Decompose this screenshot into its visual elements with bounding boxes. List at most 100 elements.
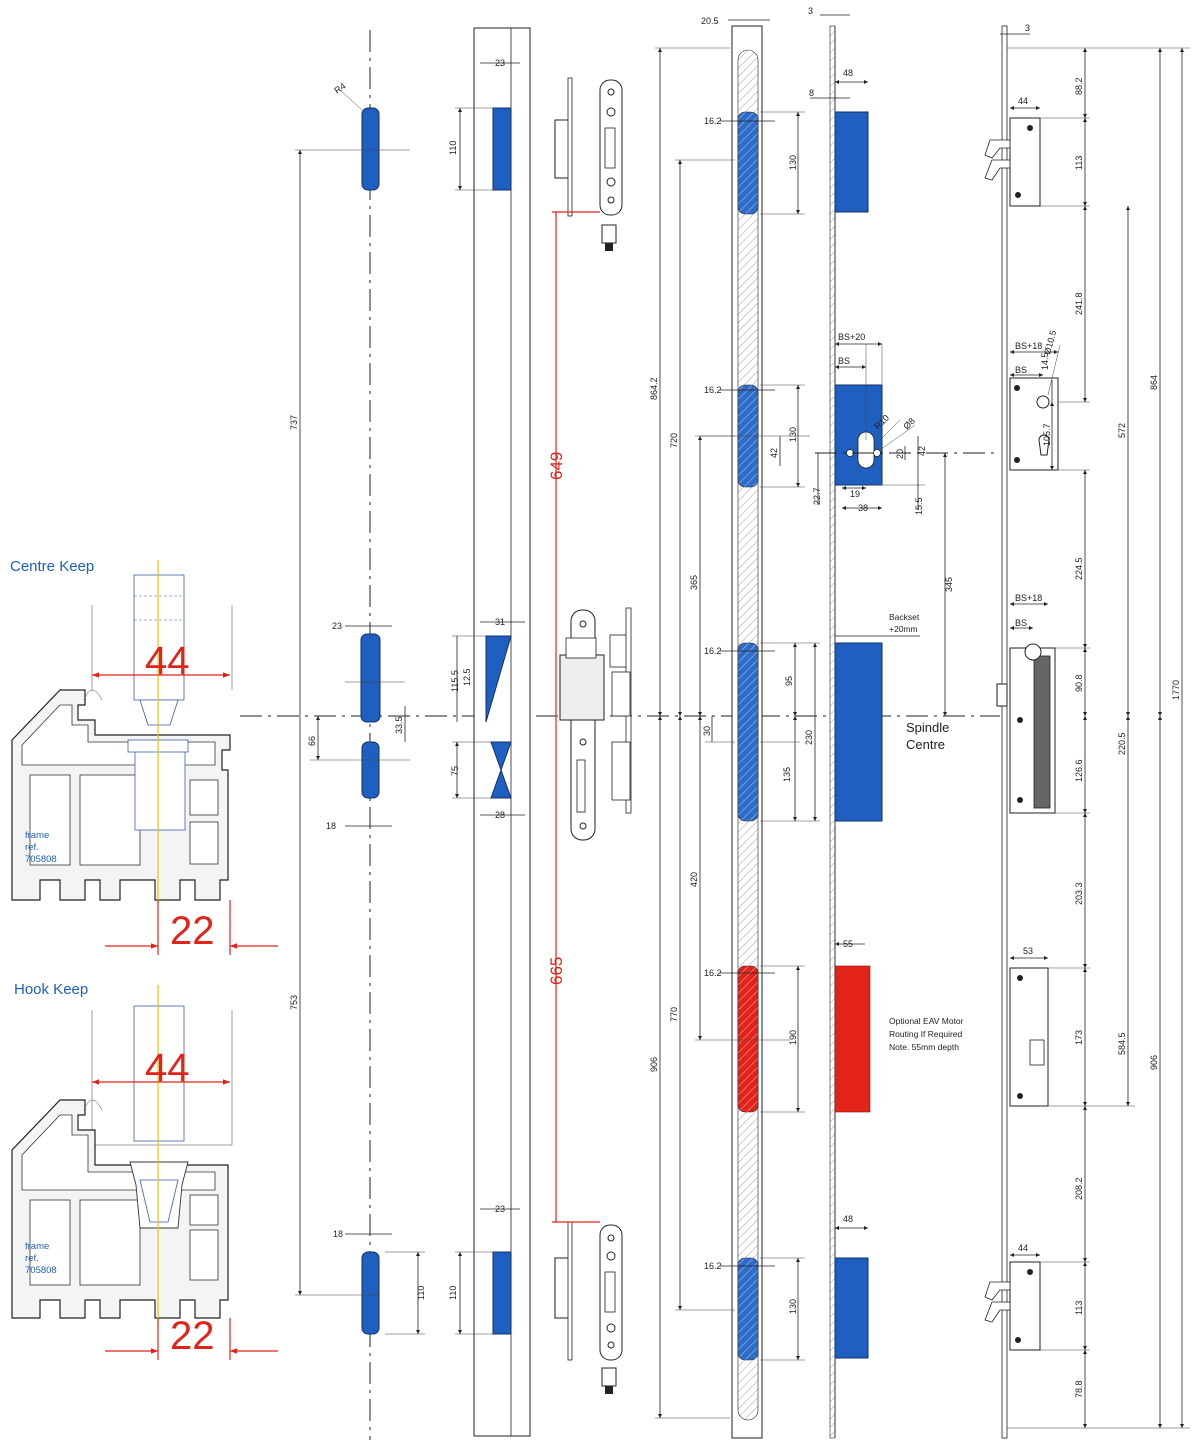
hook-keep-section: frame ref. 705808 44 22 [11,985,278,1360]
dimension-text: 584.5 [1117,1032,1127,1055]
dimension-665: 665 [547,957,566,985]
spindle-centre-label: Spindle [906,720,949,735]
dimension-text: 53 [1023,946,1033,956]
dimension-text: 190 [788,1030,798,1045]
dimension-text: 19 [850,489,860,499]
dimension-text: 42 [917,446,927,456]
dimension-text: 18 [326,821,336,831]
slot-layout-column: R4 737 753 23 66 33.5 18 18 110 [289,30,426,1440]
dimension-text: 224.5 [1074,557,1084,580]
dimension-text: 88.2 [1074,77,1084,95]
dimension-text: 126.6 [1074,759,1084,782]
dimension-text: 230 [804,730,814,745]
backset-label: +20mm [889,624,918,634]
dimension-text: 1770 [1171,680,1181,700]
hook-keep-title: Hook Keep [14,981,88,998]
dimension-text: 110 [448,1286,458,1300]
routing-strip-column: 20.5 16.2 16.2 16.2 16.2 16.2 130 130 13… [649,16,820,1439]
dimension-text: 115.5 [450,670,460,692]
dimension-text: 8 [809,88,814,98]
dimension-text: 31 [495,617,505,627]
eav-note: Routing If Required [889,1029,963,1039]
dimension-text: 365 [689,575,699,590]
centre-keep-title: Centre Keep [10,558,94,575]
dimension-text: 44 [1018,1243,1028,1253]
dimension-649: 649 [547,452,566,480]
dimension-22-hook: 22 [170,1314,215,1358]
cutout-side-column: 3 48 8 BS+20 BS R10 Ø8 20 42 22.7 19 38 … [808,6,1000,1439]
dimension-text: 23 [332,621,342,631]
dimension-text: 753 [289,995,299,1010]
dimension-text: 75 [450,766,460,776]
frame-ref-label: 705808 [25,854,57,865]
frame-strip-column: 23 110 31 115.5 12.5 75 28 23 110 [448,27,531,1437]
dimension-text: Ø10.5 [1042,329,1058,355]
dimension-text: BS+20 [838,332,865,342]
dimension-text: 203.3 [1074,882,1084,905]
dimension-text: 16.2 [704,1261,722,1271]
frame-ref-label: ref. [25,1253,39,1264]
dimension-text: 18 [333,1229,343,1239]
dimension-text: 420 [689,872,699,887]
dimension-text: R4 [332,81,347,96]
dimension-text: 864.2 [649,377,659,400]
dimension-text: 55 [843,939,853,949]
dimension-text: 3 [808,6,813,16]
eav-note: Optional EAV Motor [889,1016,964,1026]
dimension-text: 33.5 [394,716,404,734]
lock-assembly-column: 3 44 88.2 113 241.8 Ø10.5 BS+18 BS 14.5 … [984,23,1190,1439]
dimension-44-hook: 44 [145,1046,190,1090]
dimension-text: 15.5 [914,497,924,515]
dimension-text: 16.2 [704,385,722,395]
dimension-text: BS [1015,365,1027,375]
dimension-text: BS [1015,618,1027,628]
dimension-text: 906 [649,1057,659,1072]
dimension-text: 208.2 [1074,1177,1084,1200]
dimension-text: 113 [1074,156,1084,170]
dimension-text: 737 [289,415,299,430]
dimension-text: 113 [1074,1301,1084,1315]
dimension-text: 110 [448,141,458,155]
dimension-text: 110 [416,1286,426,1300]
frame-ref-label: 705808 [25,1265,57,1276]
dimension-text: 105.7 [1042,423,1052,446]
dimension-text: 864 [1149,375,1159,390]
dimension-text: 130 [788,427,798,442]
dimension-text: 130 [788,155,798,170]
centre-keep-section: frame ref. 705808 44 22 [11,560,278,955]
dimension-text: 135 [782,767,792,782]
dimension-text: 28 [495,810,505,820]
eav-note: Note. 55mm depth [889,1042,959,1052]
dimension-text: 241.8 [1074,292,1084,315]
dimension-text: 345 [944,577,954,592]
dimension-text: 720 [669,433,679,448]
frame-ref-label: frame [25,830,49,841]
spindle-centre-label: Centre [906,737,945,752]
dimension-text: 30 [702,726,712,736]
dimension-text: 42 [769,448,779,458]
dimension-text: 3 [1025,23,1030,33]
dimension-text: BS [838,356,850,366]
dimension-text: 16.2 [704,968,722,978]
dimension-22-centre: 22 [170,909,215,953]
dimension-text: 48 [843,1214,853,1224]
dimension-text: BS+18 [1015,593,1042,603]
dimension-text: 23 [495,58,505,68]
dimension-text: 770 [669,1007,679,1022]
dimension-text: 173 [1074,1030,1084,1045]
dimension-text: Ø8 [901,416,917,432]
dimension-text: 90.8 [1074,674,1084,692]
dimension-text: 66 [307,736,317,746]
backset-label: Backset [889,612,920,622]
dimension-text: 16.2 [704,646,722,656]
dimension-text: 130 [788,1299,798,1314]
dimension-text: 22.7 [812,487,822,505]
keep-parts-column: 649 665 [547,77,632,1394]
dimension-text: 95 [784,676,794,686]
frame-ref-label: frame [25,1241,49,1252]
dimension-text: 906 [1149,1055,1159,1070]
dimension-text: 44 [1018,96,1028,106]
dimension-text: 78.8 [1074,1380,1084,1398]
dimension-text: 48 [843,68,853,78]
